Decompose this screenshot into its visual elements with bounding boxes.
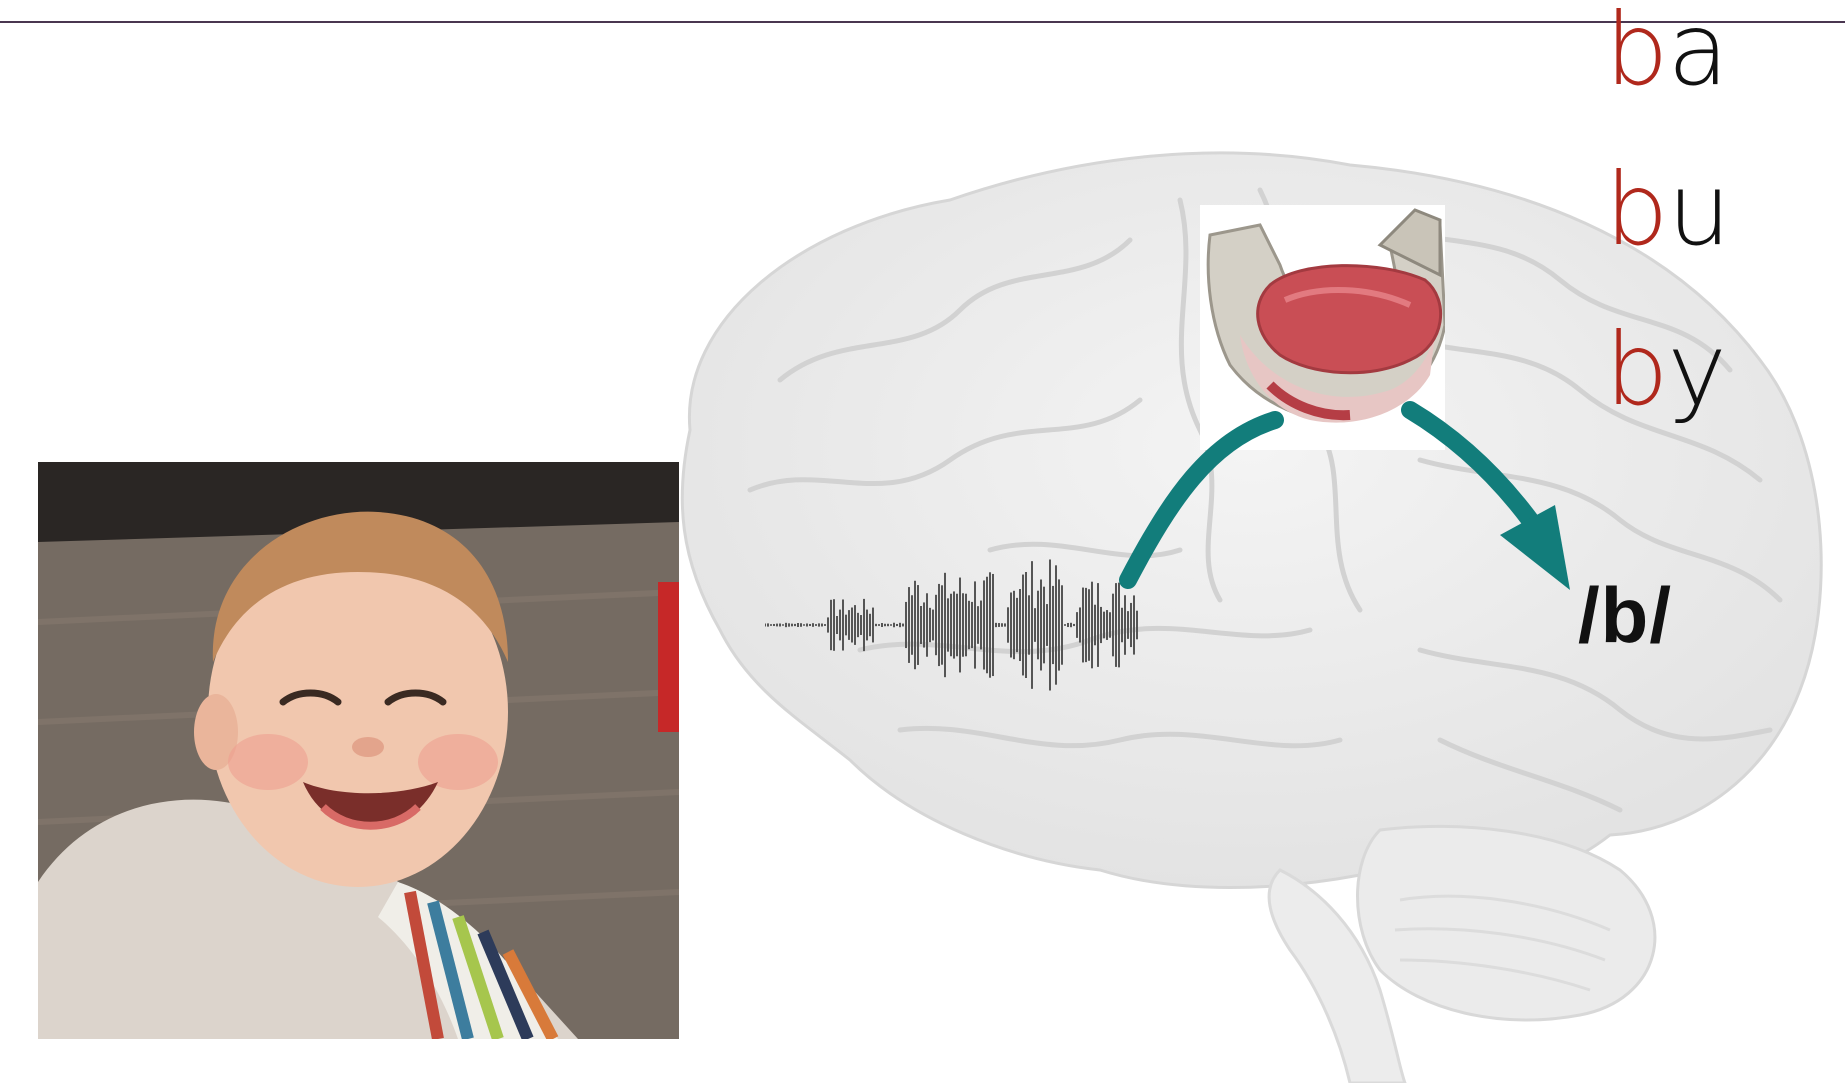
flow-arrow <box>1100 380 1620 630</box>
syllable-onset: b <box>1605 151 1667 268</box>
syllable-onset: b <box>1605 0 1667 108</box>
top-divider <box>0 21 1845 23</box>
syllable-ba: ba <box>1605 0 1835 160</box>
syllable-rest: a <box>1667 0 1727 108</box>
speech-waveform-icon <box>765 550 1140 700</box>
baby-photo <box>38 462 679 1039</box>
syllable-rest: u <box>1667 151 1729 268</box>
syllable-list: ba bu by <box>1605 0 1835 480</box>
phoneme-label: /b/ <box>1578 570 1672 661</box>
syllable-onset: b <box>1605 311 1667 428</box>
syllable-rest: y <box>1667 311 1725 428</box>
syllable-by: by <box>1605 320 1835 480</box>
syllable-bu: bu <box>1605 160 1835 320</box>
